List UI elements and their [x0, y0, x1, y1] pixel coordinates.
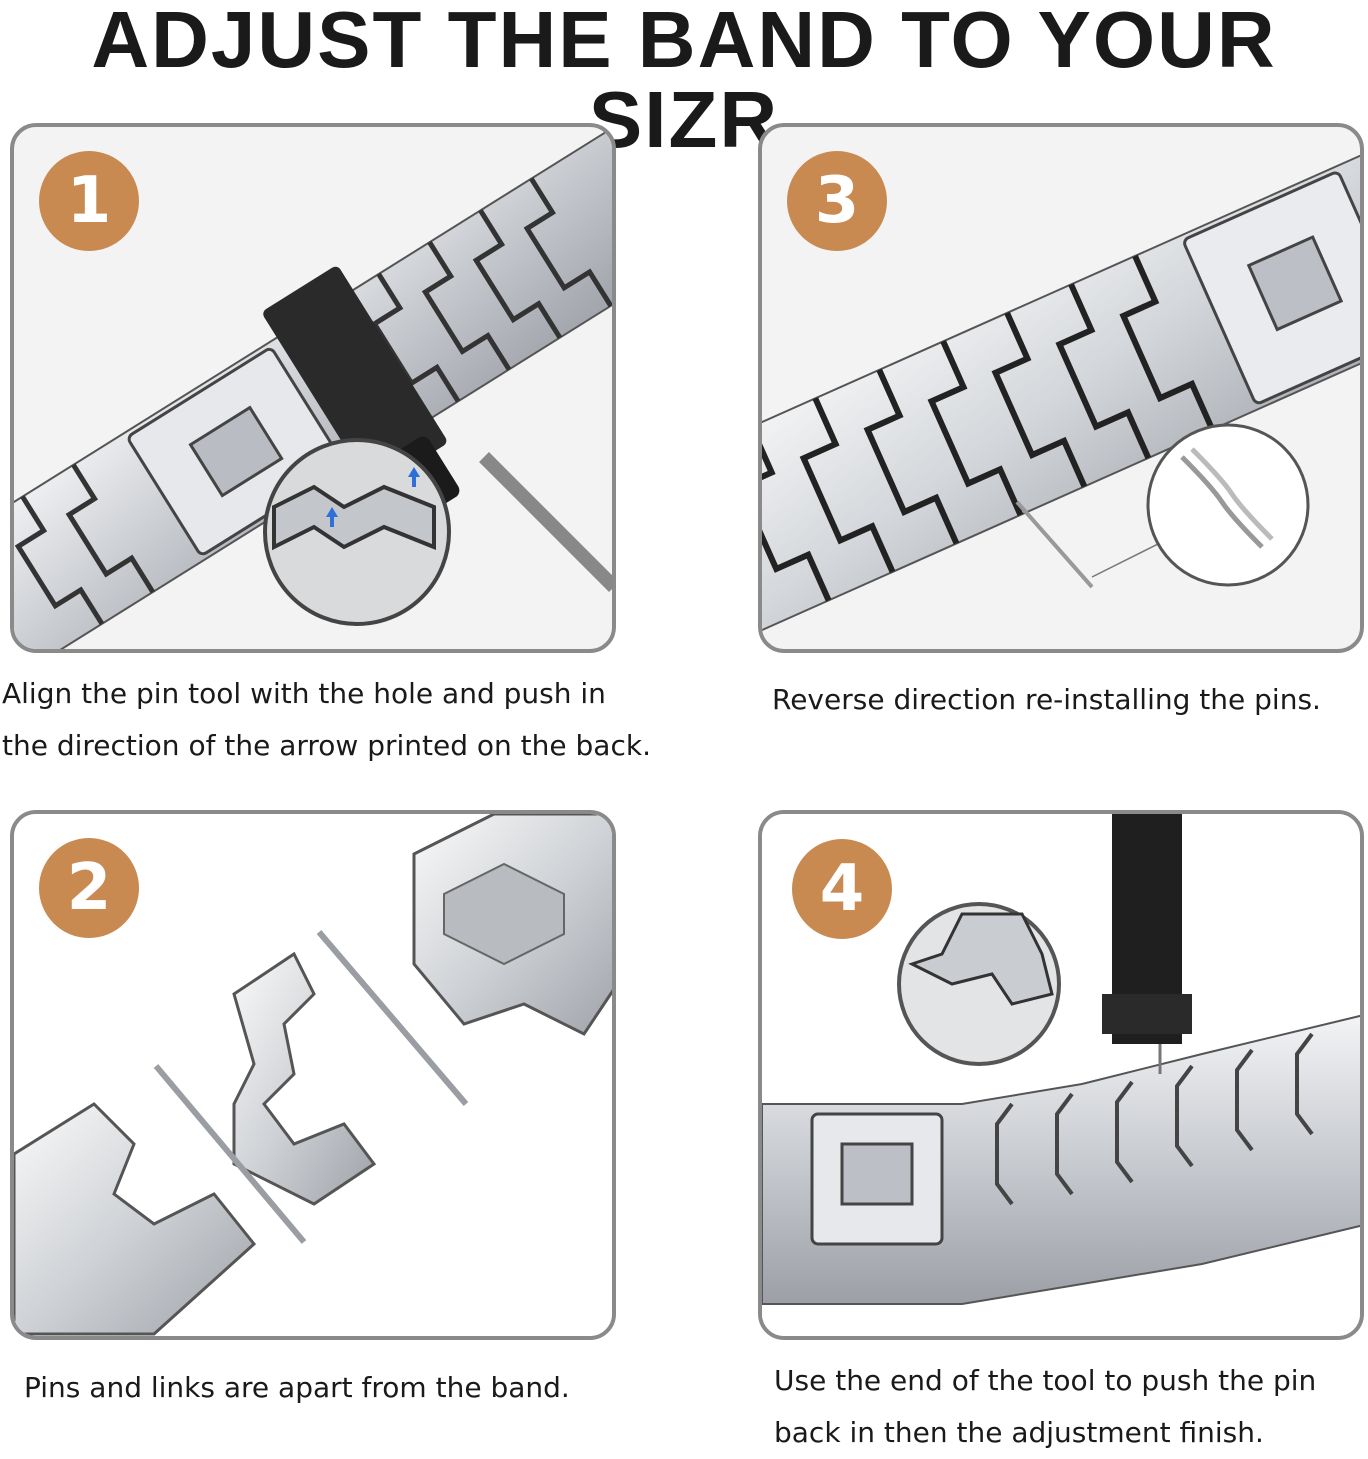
- step-3-badge: 3: [787, 151, 887, 251]
- step-3-illustration: [762, 127, 1360, 649]
- step-3-caption: Reverse direction re-installing the pins…: [772, 674, 1321, 726]
- step-3-panel: 3: [758, 123, 1364, 653]
- step-4-panel: 4: [758, 810, 1364, 1340]
- step-3-caption-line-1: Reverse direction re-installing the pins…: [772, 683, 1321, 716]
- step-1-caption-line-1: Align the pin tool with the hole and pus…: [2, 677, 606, 710]
- step-4-caption-line-2: back in then the adjustment finish.: [774, 1416, 1264, 1449]
- step-1-badge: 1: [39, 151, 139, 251]
- step-2-panel: 2: [10, 810, 616, 1340]
- page-title: ADJUST THE BAND TO YOUR SIZR: [91, 0, 1277, 164]
- step-2-caption: Pins and links are apart from the band.: [24, 1362, 570, 1414]
- step-2-caption-line-1: Pins and links are apart from the band.: [24, 1371, 570, 1404]
- step-1-illustration: [14, 127, 612, 649]
- step-1-caption: Align the pin tool with the hole and pus…: [2, 668, 651, 772]
- step-4-caption: Use the end of the tool to push the pin …: [774, 1355, 1316, 1459]
- step-2-illustration: [14, 814, 612, 1336]
- step-1-caption-line-2: the direction of the arrow printed on th…: [2, 729, 651, 762]
- step-1-panel: 1: [10, 123, 616, 653]
- step-2-badge: 2: [39, 838, 139, 938]
- step-4-caption-line-1: Use the end of the tool to push the pin: [774, 1364, 1317, 1397]
- step-4-badge: 4: [792, 839, 892, 939]
